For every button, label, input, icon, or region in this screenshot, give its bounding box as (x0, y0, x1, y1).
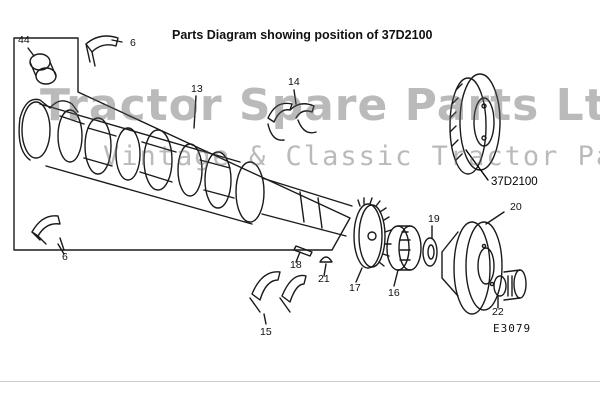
part-label-19: 19 (428, 213, 440, 225)
leader-20 (485, 211, 505, 225)
key-part-18 (293, 245, 313, 257)
leader-21 (323, 263, 327, 277)
leader-14 (293, 89, 297, 105)
bearing-shell-part-6-top (85, 35, 119, 67)
leader-6b (59, 237, 65, 251)
bottom-divider (0, 381, 600, 382)
leader-13 (193, 95, 197, 129)
pulley-part-20 (441, 221, 503, 315)
watermark-company-name: Tractor Spare Parts Ltd (40, 80, 600, 131)
part-label-22: 22 (492, 306, 504, 318)
leader-6a (111, 39, 123, 43)
gear-part-17 (353, 197, 392, 269)
crankshaft-part-13 (18, 98, 353, 237)
part-label-21: 21 (318, 273, 330, 285)
flywheel (449, 73, 501, 175)
leader-17 (355, 267, 363, 283)
part-label-18: 18 (290, 259, 302, 271)
leader-16 (393, 269, 399, 287)
part-label-44: 44 (18, 34, 30, 46)
callout-part-number: 37D2100 (491, 176, 538, 188)
part-label-6-bottom: 6 (62, 251, 68, 263)
leader-15 (263, 313, 267, 325)
watermark-tagline: Vintage & Classic Tractor Parts (103, 141, 600, 172)
part-label-14: 14 (288, 76, 300, 88)
gear-part-16 (386, 225, 422, 271)
part-label-16: 16 (388, 287, 400, 299)
part-label-13: 13 (191, 83, 203, 95)
callout-leader (465, 149, 489, 181)
bearing-shell-part-6-bottom (31, 215, 65, 255)
leader-44 (27, 47, 35, 57)
part-label-15: 15 (260, 326, 272, 338)
part-label-6-top: 6 (130, 37, 136, 49)
washer-part-19 (422, 237, 438, 267)
thrust-washers-part-15 (249, 271, 307, 313)
bush-part-44 (29, 53, 57, 85)
drawing-reference-code: E3079 (493, 322, 532, 335)
part-label-17: 17 (349, 282, 361, 294)
leader-18 (295, 251, 301, 263)
part-label-20: 20 (510, 201, 522, 213)
diagram-title: Parts Diagram showing position of 37D210… (172, 28, 433, 42)
thrust-washers-part-14 (267, 102, 317, 141)
clip-part-21 (319, 256, 333, 263)
seal-part-22 (493, 269, 527, 301)
frame-outline (13, 37, 351, 251)
